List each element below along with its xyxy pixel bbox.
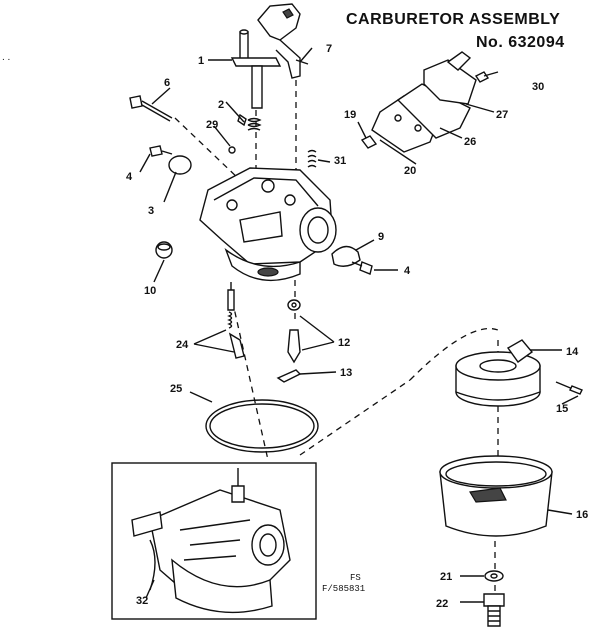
idle-screw-part [129, 95, 173, 122]
carburetor-body [199, 167, 337, 282]
callout-12: 12 [338, 337, 350, 349]
callout-29: 29 [206, 119, 218, 131]
needle-valve-part [227, 282, 245, 359]
callout-4a: 4 [126, 171, 133, 183]
callout-7: 7 [326, 43, 332, 55]
callout-4b: 4 [404, 265, 411, 277]
callout-1: 1 [198, 55, 204, 67]
inset-view [111, 462, 317, 620]
float-bowl-part [439, 455, 553, 537]
drawing-code-line-1: FS [350, 573, 361, 583]
callout-26: 26 [464, 136, 476, 148]
throttle-shaft-part [208, 29, 282, 109]
callout-21: 21 [440, 571, 452, 583]
callout-14: 14 [566, 346, 579, 358]
choke-spring-part [307, 149, 317, 168]
bowl-bolt-part [483, 593, 505, 627]
callout-16: 16 [576, 509, 588, 521]
bowl-gasket-part [205, 399, 319, 453]
welch-plug-part [155, 241, 173, 259]
callout-31: 31 [334, 155, 346, 167]
inlet-needle-part [287, 299, 301, 364]
drawing-code-line-2: F/585831 [322, 584, 366, 594]
choke-plate-part [331, 245, 373, 275]
leader-lines [139, 47, 579, 603]
callout-30: 30 [532, 81, 544, 93]
callout-22: 22 [436, 598, 448, 610]
stray-mark: . . [2, 52, 11, 63]
float-pin-part [276, 369, 302, 383]
callout-15: 15 [556, 403, 568, 415]
fuel-pump-group [360, 51, 499, 153]
callout-19: 19 [344, 109, 356, 121]
callout-24: 24 [176, 339, 189, 351]
callout-3: 3 [148, 205, 154, 217]
callout-10: 10 [144, 285, 156, 297]
float-part [455, 339, 583, 407]
shutter-plate-part [149, 145, 192, 175]
model-number: No. 632094 [476, 34, 565, 51]
callout-27: 27 [496, 109, 508, 121]
throttle-lever-part [257, 3, 309, 79]
callout-20: 20 [404, 165, 416, 177]
callout-32: 32 [136, 595, 148, 607]
diagram-title: CARBURETOR ASSEMBLY [346, 11, 561, 28]
callout-13: 13 [340, 367, 352, 379]
part-callouts: 1 2 3 4 4 6 7 9 10 12 13 14 15 16 19 20 … [126, 43, 588, 610]
callout-25: 25 [170, 383, 182, 395]
callout-2: 2 [218, 99, 224, 111]
throttle-spring-part [237, 113, 262, 131]
bowl-washer-part [484, 570, 504, 582]
callout-6: 6 [164, 77, 170, 89]
check-ball-part [228, 146, 236, 154]
callout-9: 9 [378, 231, 384, 243]
